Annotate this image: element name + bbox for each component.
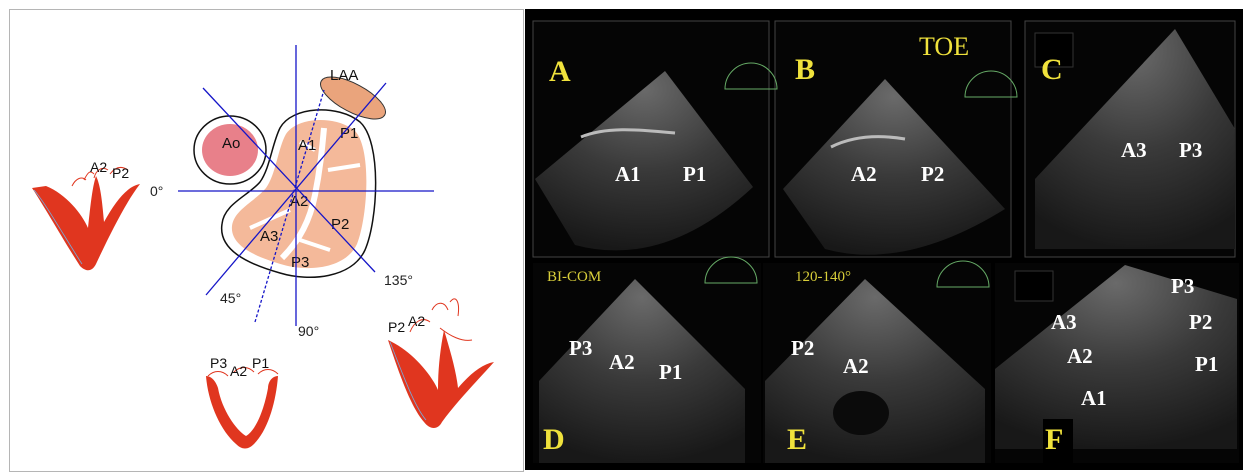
panel-d-label-p3: P3 bbox=[569, 336, 592, 360]
panel-c-letter: C bbox=[1041, 53, 1063, 86]
scallop-p2: P2 bbox=[331, 216, 349, 233]
view0-label-p2: P2 bbox=[112, 165, 129, 181]
heart-view-bicommissural: P3 A2 P1 bbox=[206, 355, 278, 449]
angle-90-label: 90° bbox=[298, 323, 319, 339]
panel-f-label-a1: A1 bbox=[1081, 386, 1107, 410]
panel-f-label-a3: A3 bbox=[1051, 310, 1077, 334]
panel-c-label-a3: A3 bbox=[1121, 138, 1147, 162]
view0-label-a2: A2 bbox=[90, 159, 107, 175]
panel-a-label-a1: A1 bbox=[615, 162, 641, 186]
scallop-p3: P3 bbox=[291, 254, 309, 271]
scallop-a1: A1 bbox=[298, 137, 316, 154]
panel-a-letter: A bbox=[549, 55, 571, 88]
view-bicom-label-p3: P3 bbox=[210, 355, 227, 371]
panel-e-letter: E bbox=[787, 423, 807, 456]
heart-view-135-degrees: P2 A2 bbox=[388, 299, 494, 428]
laa-label: LAA bbox=[330, 67, 358, 84]
toe-label: TOE bbox=[919, 32, 969, 61]
view135-label-a2: A2 bbox=[408, 313, 425, 329]
angle-135-label: 135° bbox=[384, 272, 413, 288]
panel-b-label-a2: A2 bbox=[851, 162, 877, 186]
heart-view-0-degrees: A2 P2 bbox=[32, 159, 140, 270]
panel-d-label-p1: P1 bbox=[659, 360, 682, 384]
panel-f-label-p1: P1 bbox=[1195, 352, 1218, 376]
panel-a-label-p1: P1 bbox=[683, 162, 706, 186]
panel-d-label-a2: A2 bbox=[609, 350, 635, 374]
panel-e-header: 120-140° bbox=[795, 269, 851, 285]
panel-b-label-p2: P2 bbox=[921, 162, 944, 186]
mitral-diagram: Ao LAA A1 P1 A2 P2 A3 P3 0° 45° 90° 135° bbox=[10, 10, 523, 471]
panel-e-lumen bbox=[833, 391, 889, 435]
echo-image-panel: TOE A B C D E F BI-COM 120-140° A1 P1 A2… bbox=[525, 9, 1243, 470]
echo-montage: TOE A B C D E F BI-COM 120-140° A1 P1 A2… bbox=[525, 9, 1243, 470]
angle-0-label: 0° bbox=[150, 183, 163, 199]
panel-c-label-p3: P3 bbox=[1179, 138, 1202, 162]
view-bicom-label-p1: P1 bbox=[252, 355, 269, 371]
mitral-diagram-panel: Ao LAA A1 P1 A2 P2 A3 P3 0° 45° 90° 135° bbox=[9, 9, 524, 472]
view135-label-p2: P2 bbox=[388, 319, 405, 335]
view-bicom-label-a2: A2 bbox=[230, 363, 247, 379]
aorta-label: Ao bbox=[222, 135, 240, 152]
panel-f-marker-box bbox=[1015, 271, 1053, 301]
panel-d-header: BI-COM bbox=[547, 269, 601, 285]
panel-f-letter: F bbox=[1045, 423, 1063, 456]
panel-b-letter: B bbox=[795, 53, 815, 86]
panel-e-label-p2: P2 bbox=[791, 336, 814, 360]
panel-f-label-p2: P2 bbox=[1189, 310, 1212, 334]
panel-d-letter: D bbox=[543, 423, 565, 456]
panel-e-label-a2: A2 bbox=[843, 354, 869, 378]
scallop-a3: A3 bbox=[260, 228, 278, 245]
angle-45-label: 45° bbox=[220, 290, 241, 306]
panel-f-label-p3: P3 bbox=[1171, 274, 1194, 298]
panel-f-label-a2: A2 bbox=[1067, 344, 1093, 368]
